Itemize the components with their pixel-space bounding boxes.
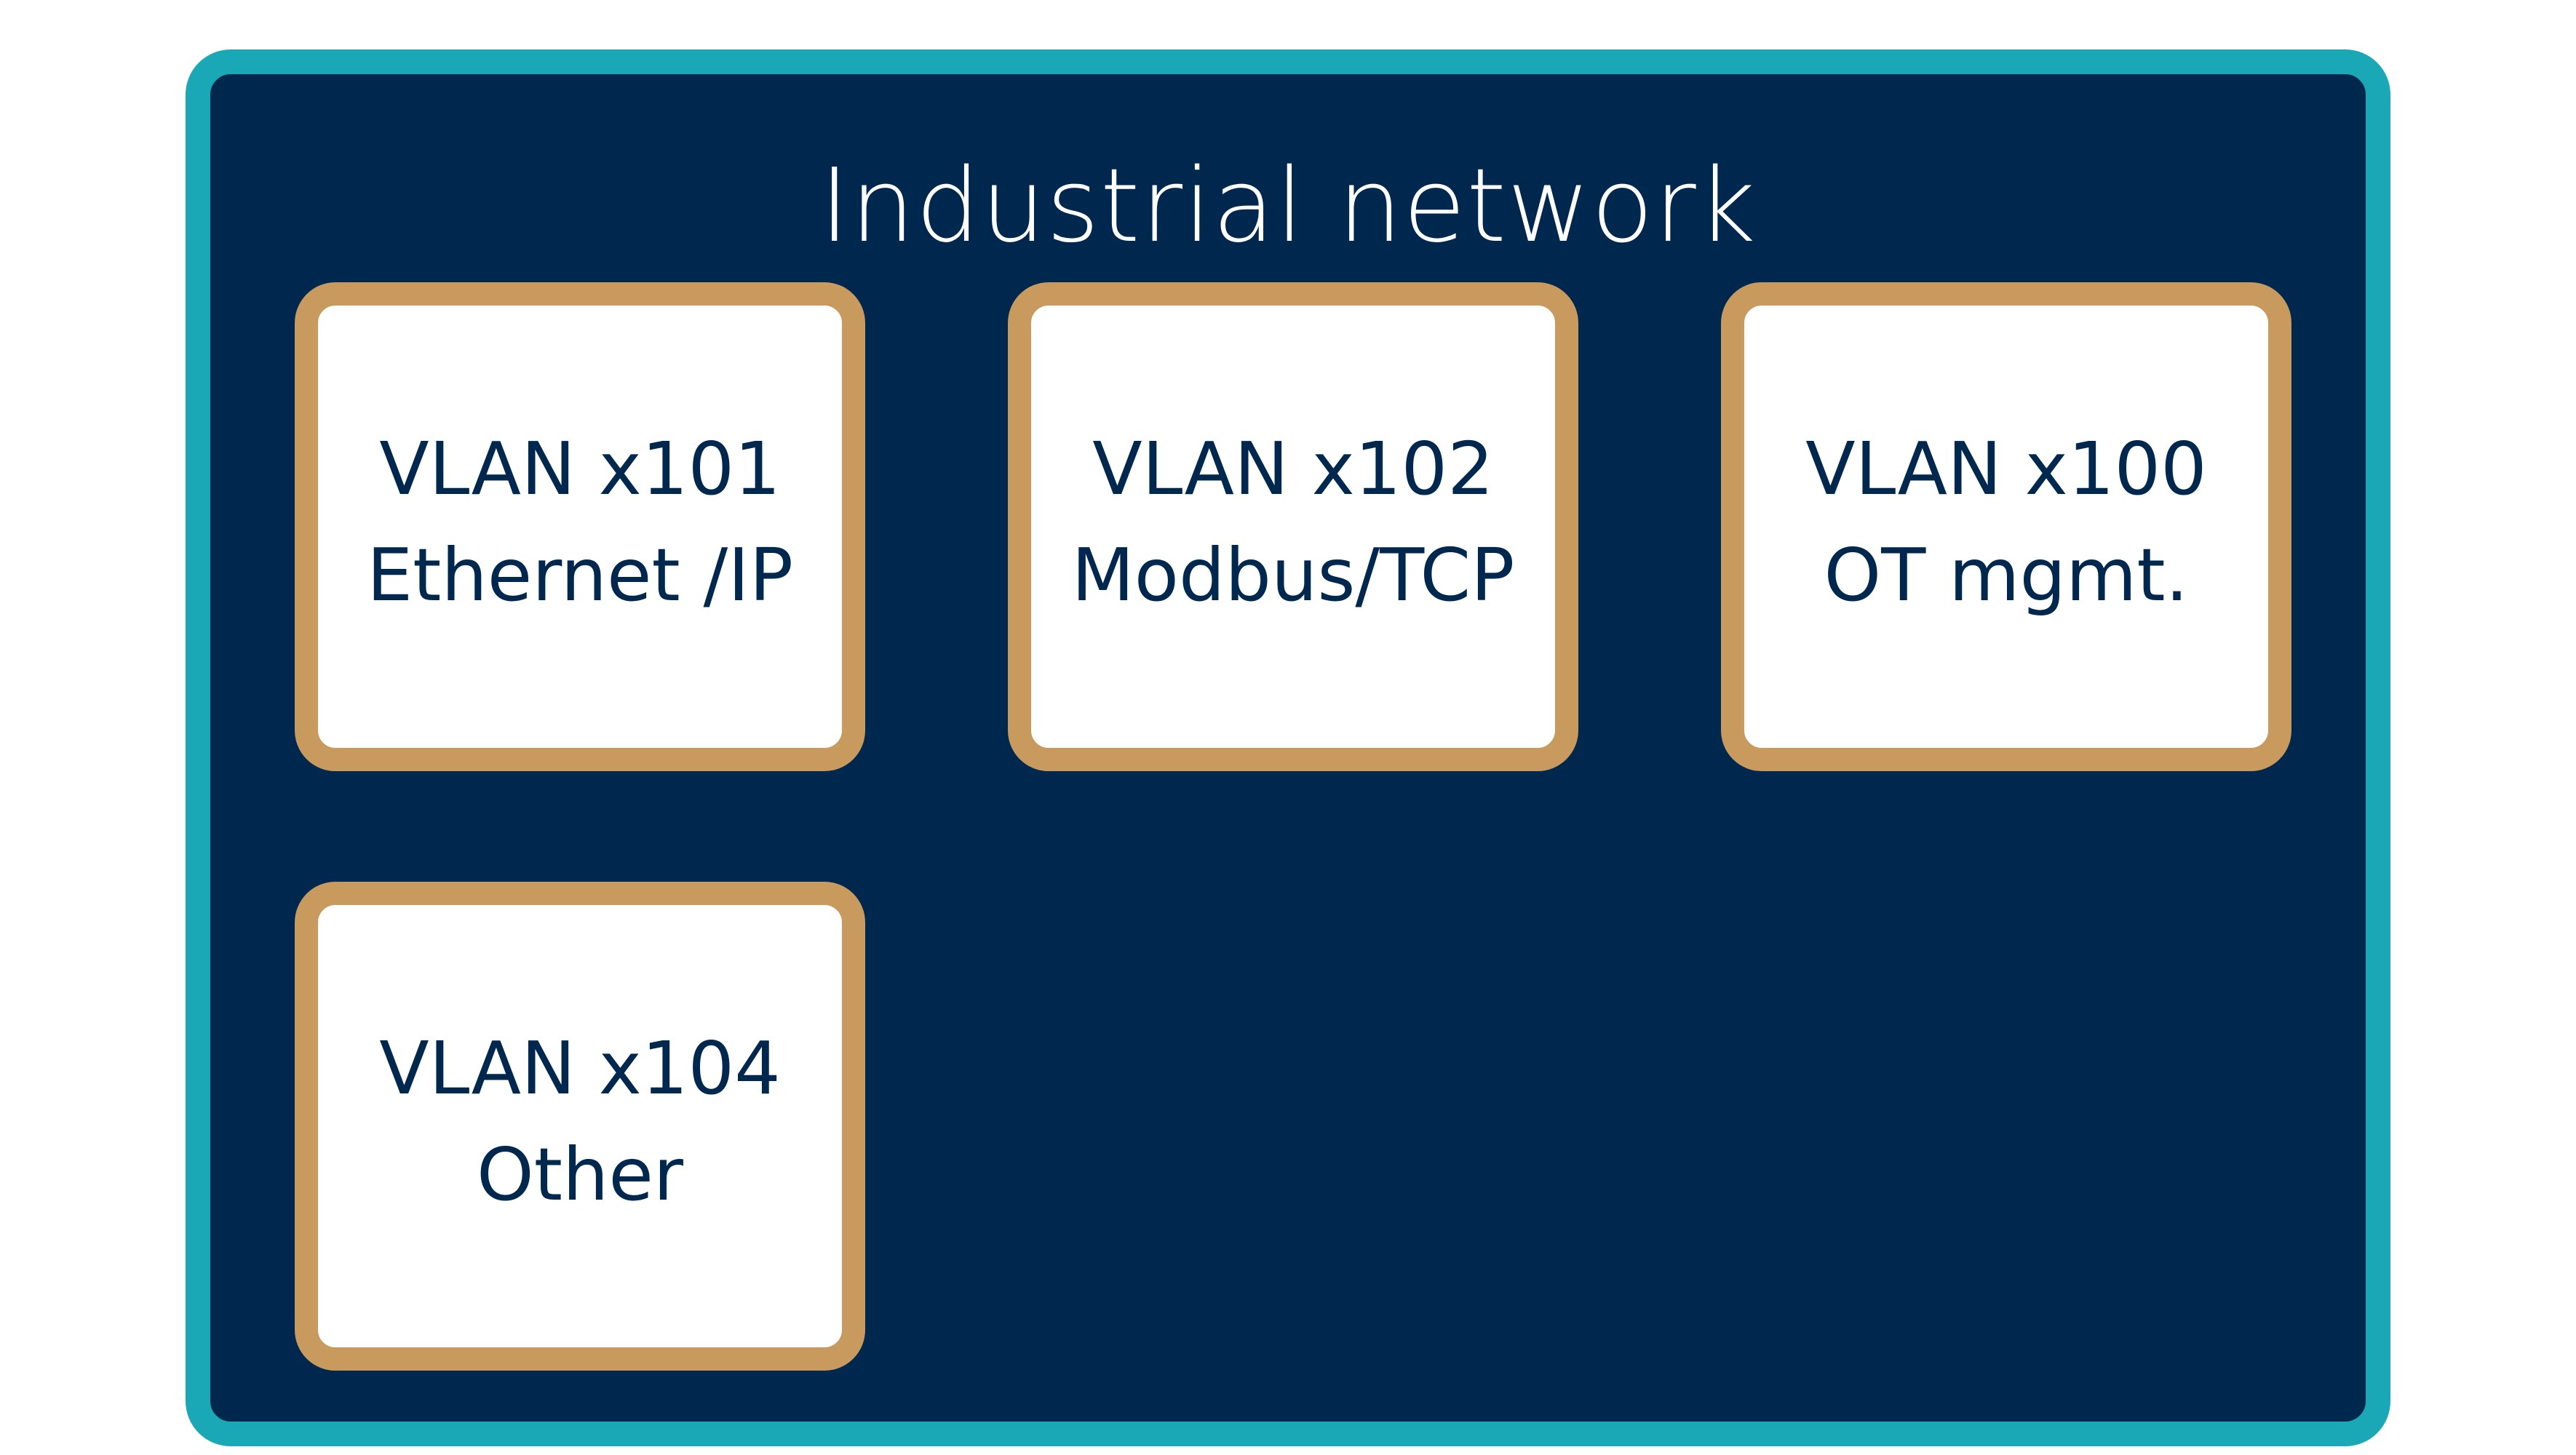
network-title: Industrial network <box>819 147 1757 266</box>
industrial-network-container: Industrial network VLAN x101 Ethernet /I… <box>186 49 2390 1446</box>
vlan-id: VLAN x100 <box>1805 426 2207 511</box>
vlan-box-x102: VLAN x102 Modbus/TCP <box>1008 282 1578 771</box>
vlan-id: VLAN x102 <box>1092 426 1494 511</box>
vlan-id: VLAN x104 <box>379 1026 781 1111</box>
vlan-label: OT mgmt. <box>1824 533 2189 618</box>
vlan-box-x100: VLAN x100 OT mgmt. <box>1721 282 2291 771</box>
vlan-label: Modbus/TCP <box>1071 533 1515 618</box>
vlan-label: Ethernet /IP <box>366 533 794 618</box>
vlan-box-x104: VLAN x104 Other <box>295 882 865 1371</box>
vlan-box-x101: VLAN x101 Ethernet /IP <box>295 282 865 771</box>
vlan-label: Other <box>477 1132 683 1217</box>
vlan-id: VLAN x101 <box>379 426 781 511</box>
